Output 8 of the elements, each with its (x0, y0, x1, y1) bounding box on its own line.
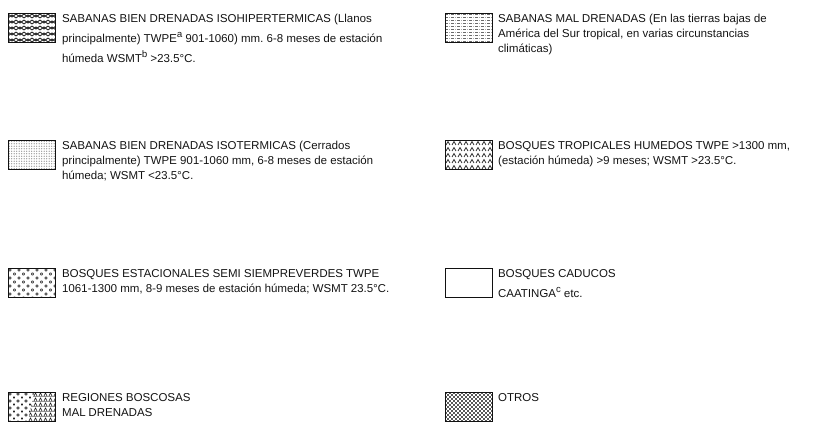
legend-text: OTROS (498, 391, 540, 406)
legend-text: BOSQUES TROPICALES HUMEDOS TWPE >1300 mm, (estación húmeda) >9 meses; WSMT >23.5°C. (498, 139, 791, 169)
legend-text: SABANAS BIEN DRENADAS ISOHIPERTERMICAS (Llanos principalmente) TWPE$^{a}$ 901-1060) mm. 6-8 meses de estación húmeda WSMT$^{b}$ >23.5°C. (62, 12, 384, 67)
legend-text: BOSQUES ESTACIONALES SEMI SIEMPREVERDES TWPE 1061-1300 mm, 8-9 meses de estación húmeda; WSMT 23.5°C. (62, 267, 390, 297)
legend-text: SABANAS BIEN DRENADAS ISOTERMICAS (Cerrados principalmente) TWPE 901-1060 mm, 6-8 meses de estación húmeda; WSMT <23.5°C. (62, 139, 374, 184)
legend-text: SABANAS MAL DRENADAS (En las tierras bajas de América del Sur tropical, en varias circunstancias climáticas) (498, 12, 768, 57)
legend-text: REGIONES BOSCOSAS MAL DRENADAS (62, 391, 192, 421)
legend-text: BOSQUES CADUCOS CAATINGA$^{c}$ etc. (498, 267, 617, 302)
